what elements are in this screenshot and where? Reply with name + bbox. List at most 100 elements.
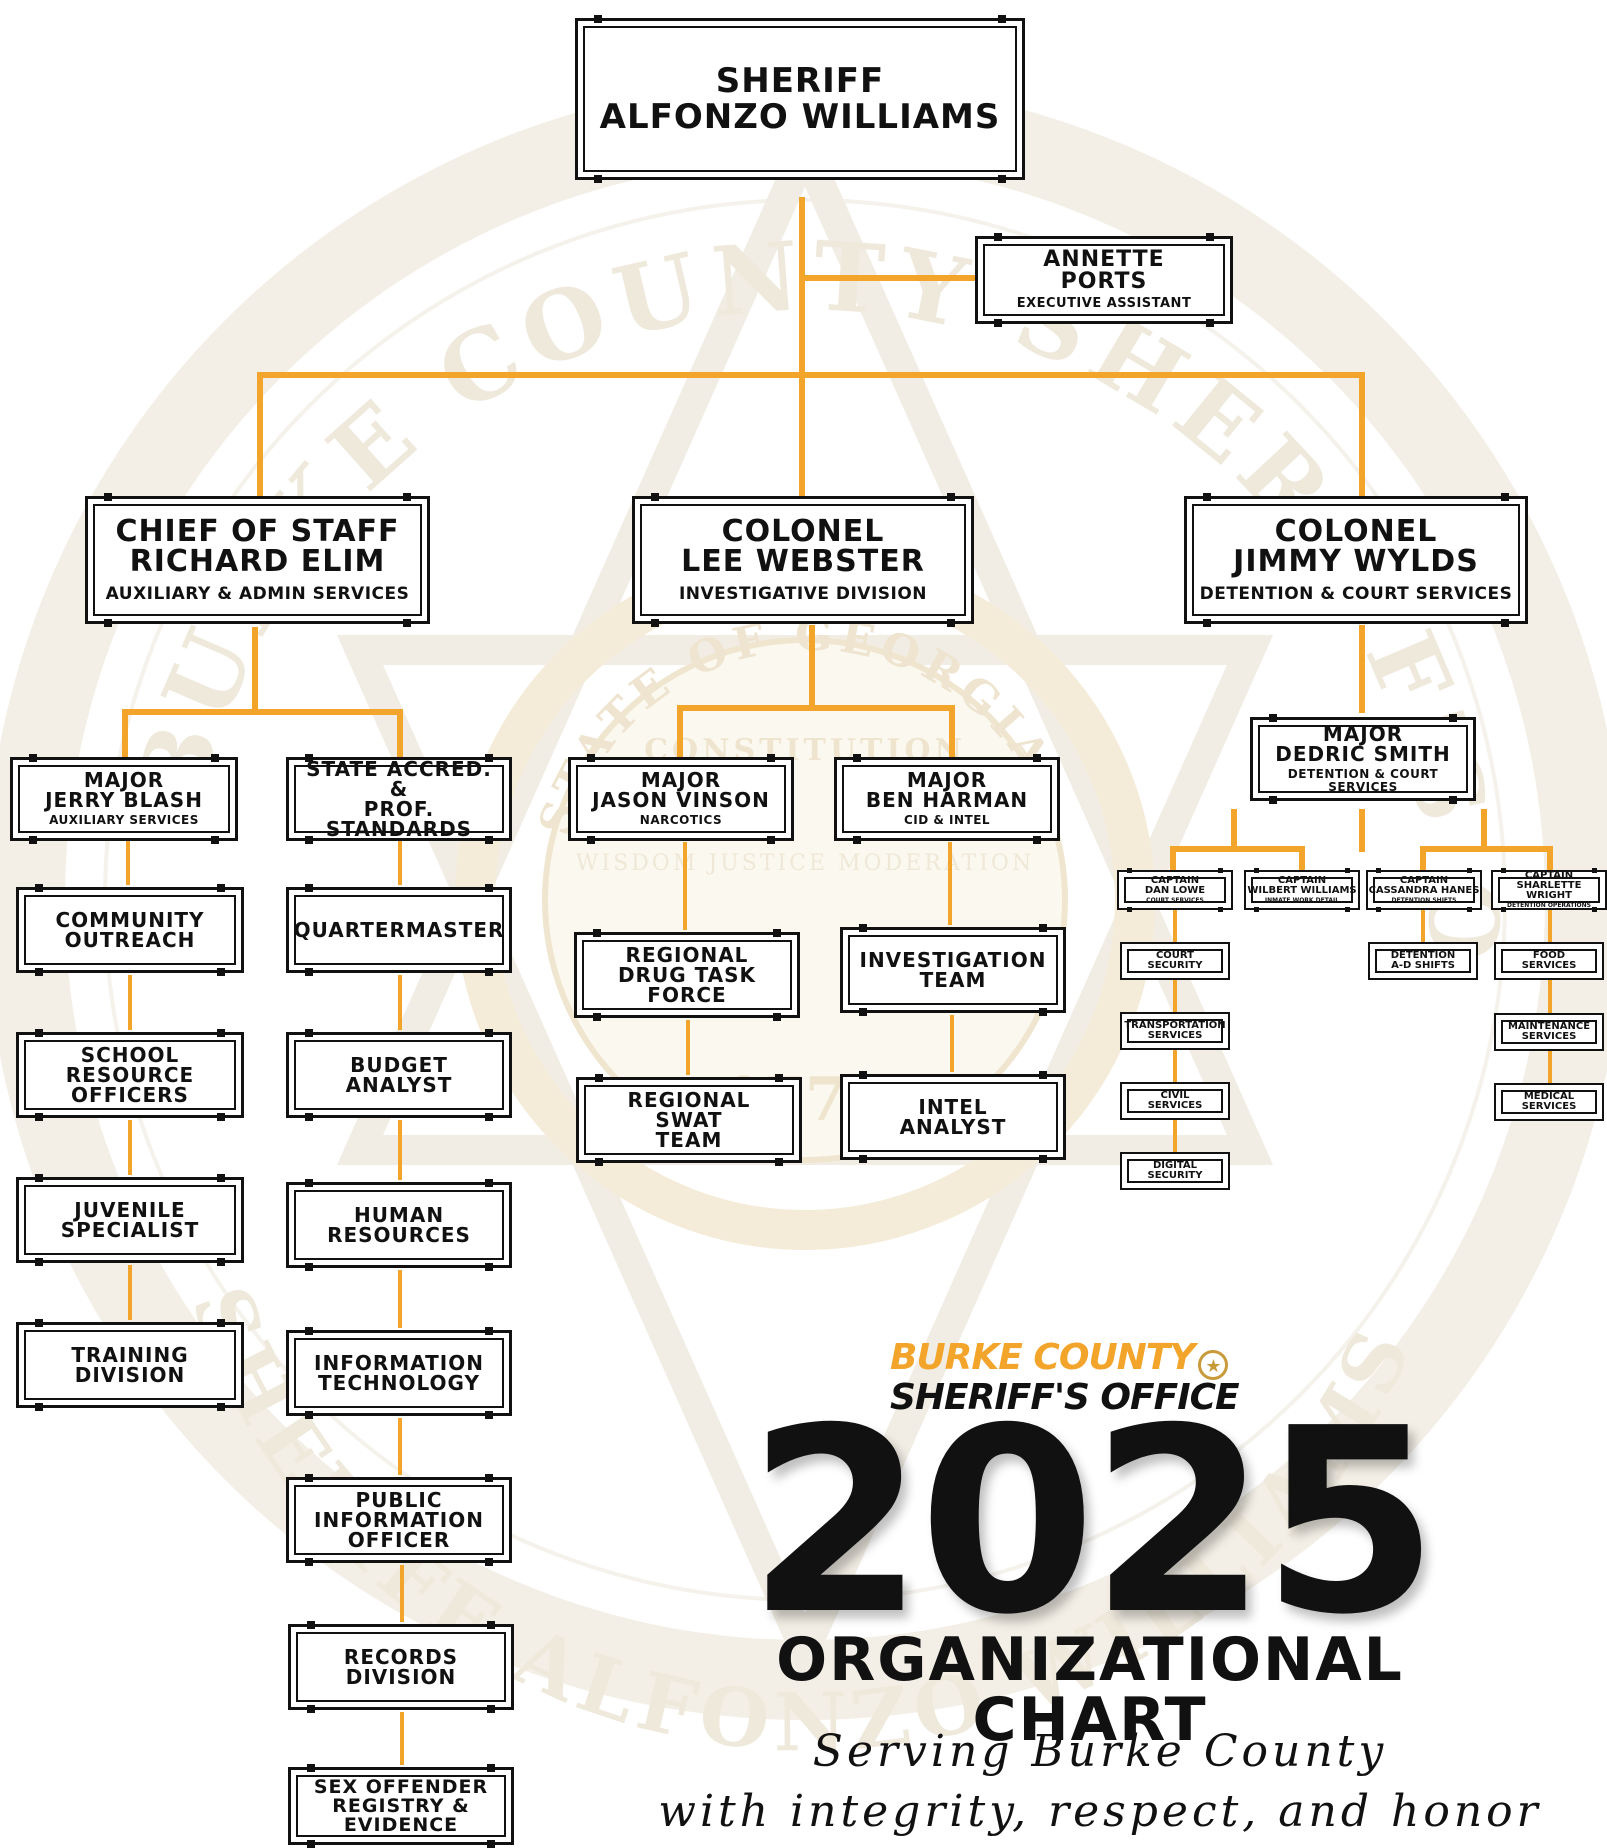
accred-line3: PROF. STANDARDS (325, 797, 473, 841)
unit-label: RECORDS DIVISION (343, 1645, 459, 1689)
major-blash-box: MAJOR JERRY BLASH AUXILIARY SERVICES (10, 754, 238, 844)
major-unit: DETENTION & COURT SERVICES (1287, 766, 1439, 794)
sheriff-name: ALFONZO WILLIAMS (599, 97, 1001, 137)
major-name: JASON VINSON (592, 788, 770, 813)
unit-label: SEX OFFENDER REGISTRY & EVIDENCE (313, 1775, 489, 1836)
captain-title: CAPTAIN (1399, 874, 1449, 886)
major-title: MAJOR (906, 768, 988, 793)
unit-label: SCHOOL RESOURCE OFFICERS (65, 1043, 195, 1107)
unit-box-digital-security: DIGITAL SECURITY (1120, 1152, 1230, 1190)
tagline-line1: Serving Burke County (812, 1726, 1388, 1777)
major-harman-box: MAJOR BEN HARMAN CID & INTEL (834, 754, 1060, 844)
commander-unit: AUXILIARY & ADMIN SERVICES (105, 583, 410, 604)
commander-name: LEE WEBSTER (681, 543, 925, 579)
unit-box-medical-services: MEDICAL SERVICES (1494, 1083, 1604, 1121)
unit-label: INTEL ANALYST (899, 1095, 1007, 1139)
commander-name: JIMMY WYLDS (1233, 543, 1479, 579)
unit-box-human-resources: HUMAN RESOURCES (286, 1179, 512, 1271)
commander-name: RICHARD ELIM (129, 543, 386, 579)
captain-title: CAPTAIN (1277, 874, 1327, 886)
major-unit: AUXILIARY SERVICES (49, 813, 199, 828)
unit-box-sex-offender-registry: SEX OFFENDER REGISTRY & EVIDENCE (288, 1764, 514, 1848)
captain-lowe-box: CAPTAIN DAN LOWE COURT SERVICES (1117, 868, 1233, 912)
unit-label: TRANSPORTATION SERVICES (1124, 1020, 1226, 1041)
unit-label: MEDICAL SERVICES (1521, 1091, 1577, 1112)
unit-label: REGIONAL DRUG TASK FORCE (617, 943, 757, 1007)
major-name: JERRY BLASH (45, 788, 203, 813)
sheriff-star-icon: ★ (1198, 1349, 1229, 1380)
seal-motto-text: WISDOM JUSTICE MODERATION (576, 851, 1034, 876)
captain-hanes-box: CAPTAIN CASSANDRA HANES DETENTION SHIFTS (1366, 868, 1482, 912)
major-name: DEDRIC SMITH (1275, 741, 1451, 766)
unit-label: PUBLIC INFORMATION OFFICER (314, 1488, 484, 1552)
captain-unit: COURT SERVICES (1146, 896, 1204, 904)
unit-box-regional-swat-team: REGIONAL SWAT TEAM (576, 1074, 802, 1166)
major-smith-box: MAJOR DEDRIC SMITH DETENTION & COURT SER… (1250, 714, 1476, 804)
unit-box-maintenance-services: MAINTENANCE SERVICES (1494, 1013, 1604, 1051)
commander-title: COLONEL (1274, 513, 1438, 549)
commander-unit: INVESTIGATIVE DIVISION (678, 583, 928, 604)
logo-brand-line1: BURKE COUNTY (890, 1337, 1195, 1378)
colonel-wylds-box: COLONEL JIMMY WYLDS DETENTION & COURT SE… (1184, 493, 1528, 627)
unit-label: INVESTIGATION TEAM (859, 948, 1047, 992)
unit-box-public-information-officer: PUBLIC INFORMATION OFFICER (286, 1474, 512, 1566)
major-name: BEN HARMAN (865, 788, 1029, 813)
assistant-name1: ANNETTE (1043, 246, 1165, 272)
unit-box-information-technology: INFORMATION TECHNOLOGY (286, 1327, 512, 1419)
tagline-line2: with integrity, respect, and honor (658, 1786, 1542, 1837)
unit-box-juvenile-specialist: JUVENILE SPECIALIST (16, 1174, 244, 1266)
unit-box-food-services: FOOD SERVICES (1494, 942, 1604, 980)
unit-label: MAINTENANCE SERVICES (1507, 1021, 1591, 1042)
unit-label: HUMAN RESOURCES (327, 1203, 471, 1247)
commander-title: COLONEL (721, 513, 885, 549)
unit-box-transportation-services: TRANSPORTATION SERVICES (1120, 1012, 1230, 1050)
unit-box-regional-drug-task-force: REGIONAL DRUG TASK FORCE (574, 929, 800, 1021)
captain-unit: INMATE WORK DETAIL (1264, 896, 1340, 904)
accred-line2: & (389, 777, 409, 801)
unit-box-civil-services: CIVIL SERVICES (1120, 1082, 1230, 1120)
unit-box-court-security: COURT SECURITY (1120, 942, 1230, 980)
unit-box-detention-shifts: DETENTION A-D SHIFTS (1368, 942, 1478, 980)
unit-box-intel-analyst: INTEL ANALYST (840, 1071, 1066, 1163)
commander-title: CHIEF OF STAFF (115, 513, 400, 549)
captain-name: DAN LOWE (1144, 884, 1206, 896)
captain-williams-box: CAPTAIN WILBERT WILLIAMS INMATE WORK DET… (1244, 868, 1360, 912)
captain-title: CAPTAIN (1524, 869, 1574, 881)
major-unit: NARCOTICS (639, 813, 723, 828)
captain-title: CAPTAIN (1150, 874, 1200, 886)
unit-label: COMMUNITY OUTREACH (55, 908, 205, 952)
unit-label: COURT SECURITY (1147, 950, 1203, 971)
sheriff-office-logo: BURKE COUNTY★ SHERIFF'S OFFICE (890, 1340, 1260, 1416)
major-vinson-box: MAJOR JASON VINSON NARCOTICS (568, 754, 794, 844)
major-title: MAJOR (1322, 721, 1404, 746)
colonel-webster-box: COLONEL LEE WEBSTER INVESTIGATIVE DIVISI… (632, 493, 974, 627)
unit-box-school-resource-officers: SCHOOL RESOURCE OFFICERS (16, 1029, 244, 1121)
unit-box-records-division: RECORDS DIVISION (288, 1621, 514, 1713)
sheriff-box: SHERIFF ALFONZO WILLIAMS (575, 15, 1025, 183)
assistant-role: EXECUTIVE ASSISTANT (1016, 295, 1192, 311)
major-title: MAJOR (83, 768, 165, 793)
unit-label: FOOD SERVICES (1521, 950, 1577, 971)
captain-name: CASSANDRA HANES (1368, 884, 1480, 896)
captain-wright-box: CAPTAIN SHARLETTE WRIGHT DETENTION OPERA… (1491, 868, 1607, 912)
unit-label: CIVIL SERVICES (1147, 1090, 1203, 1111)
unit-label: REGIONAL SWAT TEAM (627, 1088, 751, 1152)
unit-box-community-outreach: COMMUNITY OUTREACH (16, 884, 244, 976)
state-accred-box: STATE ACCRED. & PROF. STANDARDS (286, 754, 512, 844)
sheriff-title: SHERIFF (715, 61, 885, 101)
unit-label: DETENTION A-D SHIFTS (1390, 950, 1456, 971)
unit-box-training-division: TRAINING DIVISION (16, 1319, 244, 1411)
unit-label: JUVENILE SPECIALIST (60, 1198, 200, 1242)
unit-label: TRAINING DIVISION (71, 1343, 189, 1387)
captain-unit: DETENTION OPERATIONS (1507, 901, 1591, 909)
unit-box-investigation-team: INVESTIGATION TEAM (840, 924, 1066, 1016)
executive-assistant-box: ANNETTE PORTS EXECUTIVE ASSISTANT (975, 233, 1233, 327)
unit-label: BUDGET ANALYST (345, 1053, 453, 1097)
chart-title: ORGANIZATIONAL CHART (776, 1625, 1404, 1755)
captain-name: WILBERT WILLIAMS (1247, 884, 1357, 896)
unit-box-quartermaster: QUARTERMASTER (286, 884, 512, 976)
chief-of-staff-box: CHIEF OF STAFF RICHARD ELIM AUXILIARY & … (85, 493, 430, 627)
unit-box-budget-analyst: BUDGET ANALYST (286, 1029, 512, 1121)
unit-label: DIGITAL SECURITY (1147, 1160, 1203, 1181)
